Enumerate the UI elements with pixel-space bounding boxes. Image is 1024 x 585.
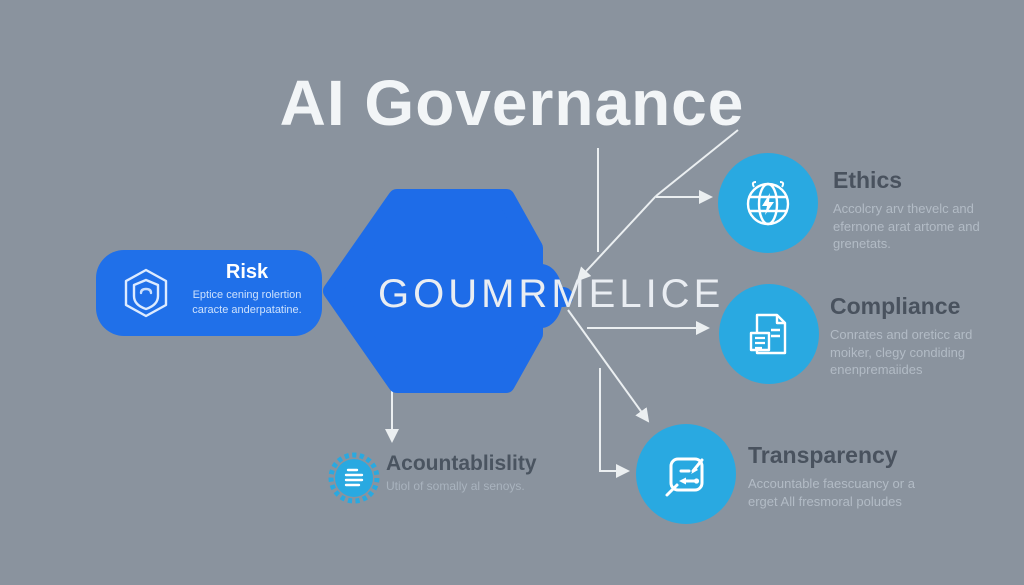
accountability-text-block: Acountablislity Utiol of somally al seno… — [386, 452, 686, 493]
compliance-description: Conrates and oreticc ard moiker, clegy c… — [830, 327, 973, 378]
arrow-to-transparency-diagonal — [567, 309, 650, 423]
transparency-node — [636, 424, 736, 524]
accountability-title: Acountablislity — [386, 452, 537, 475]
ethics-text-block: Ethics Accolcry arv thevelc and efernone… — [833, 167, 1003, 253]
document-icon — [749, 313, 787, 355]
accountability-description: Utiol of somally al senoys. — [386, 479, 525, 493]
badge-list-icon — [328, 452, 380, 504]
ethics-title: Ethics — [833, 167, 903, 193]
transparency-text-block: Transparency Accountable faescuancy or a… — [748, 442, 938, 510]
ethics-branch-line — [655, 129, 739, 197]
compliance-text-block: Compliance Conrates and oreticc ard moik… — [830, 293, 1010, 379]
ethics-node — [718, 153, 818, 253]
arrow-to-transparency-elbow — [599, 368, 630, 478]
compliance-node — [719, 284, 819, 384]
compliance-title: Compliance — [830, 293, 961, 319]
transparency-description: Accountable faescuancy or a erget All fr… — [748, 476, 915, 509]
central-hexagon — [323, 189, 573, 393]
arrow-to-center — [576, 195, 657, 282]
exchange-arrows-icon — [665, 457, 704, 497]
risk-text-block: Risk Eptice cening rolertion caracte and… — [176, 261, 318, 317]
transparency-title: Transparency — [748, 442, 898, 468]
ethics-description: Accolcry arv thevelc and efernone arat a… — [833, 201, 980, 252]
page-title: AI Governance — [279, 67, 745, 139]
shield-in-hexagon-icon — [124, 268, 168, 318]
globe-lightning-icon — [746, 181, 790, 226]
risk-title: Risk — [225, 261, 269, 283]
risk-description: Eptice cening rolertion caracte anderpat… — [192, 289, 302, 316]
center-label: GOUMRMELICE — [378, 272, 725, 316]
